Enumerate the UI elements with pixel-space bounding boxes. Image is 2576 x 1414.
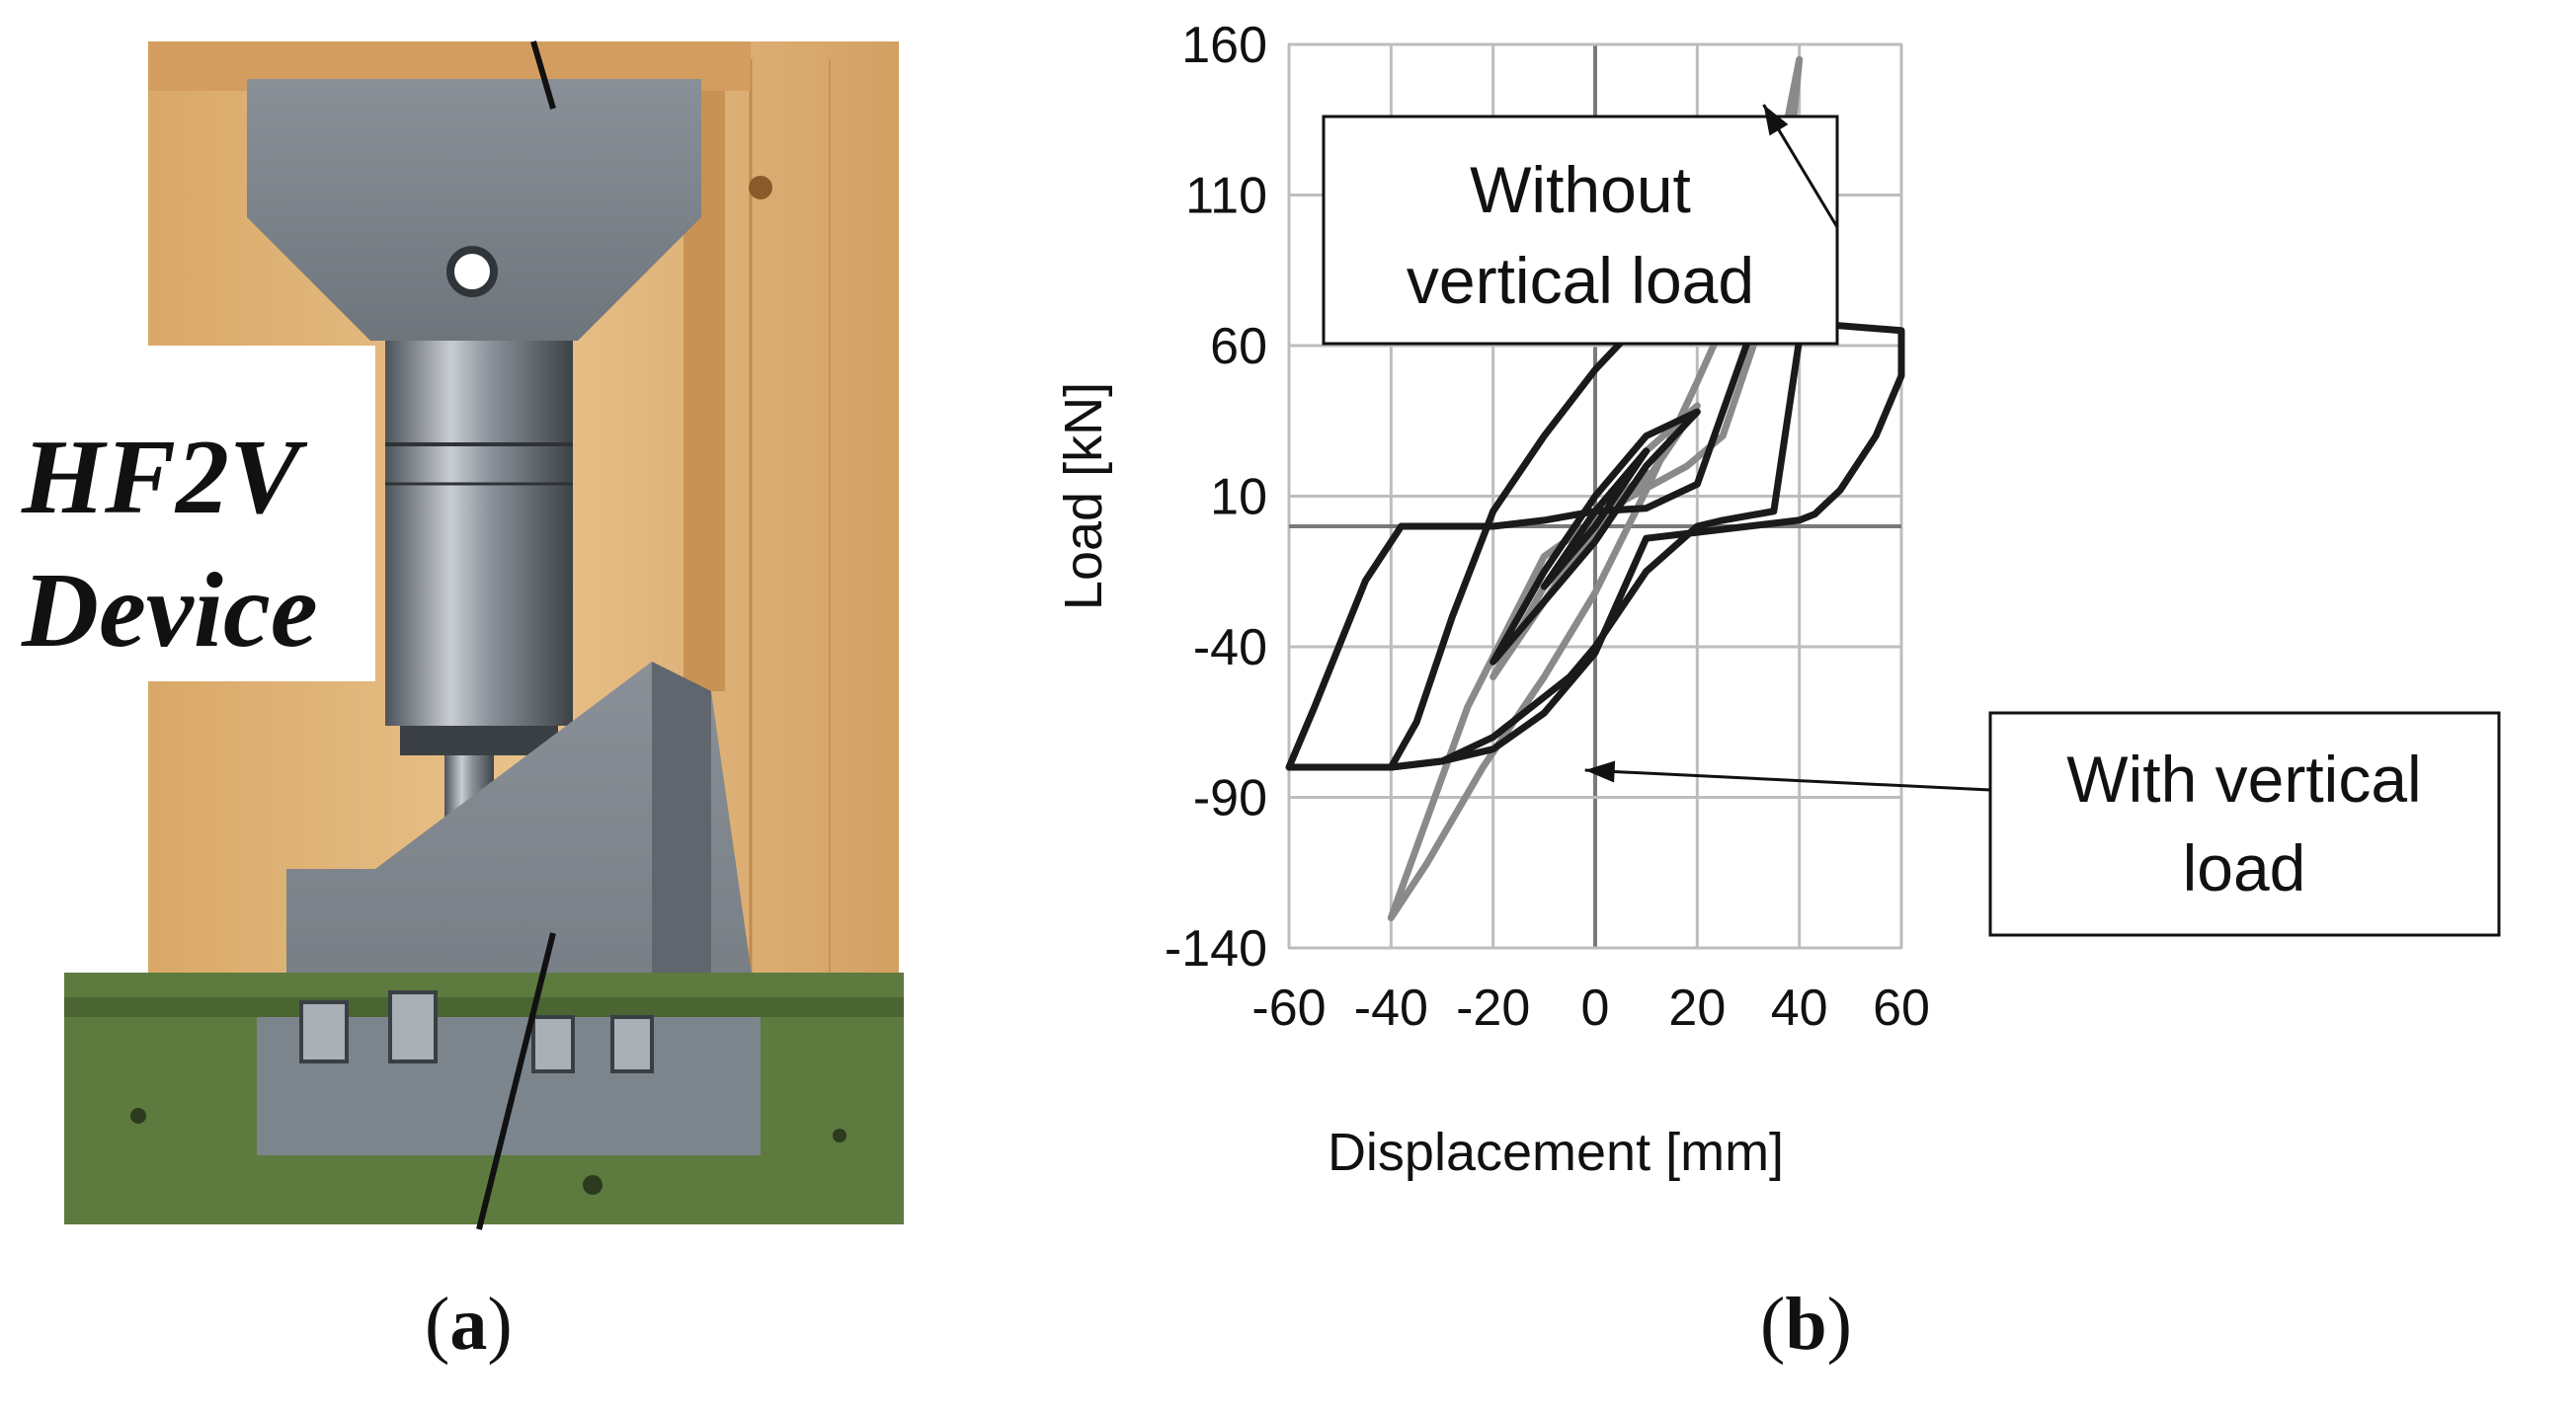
x-tick-label: 40 — [1771, 980, 1828, 1037]
photo-panel: HF2V Device (a) — [0, 0, 948, 1414]
panel-b-caption: (b) — [1760, 1283, 1852, 1366]
annotation-text: load — [2183, 831, 2306, 904]
x-tick-label: -20 — [1456, 980, 1530, 1037]
panel-a-caption: (a) — [425, 1283, 513, 1366]
pointer-line-top — [530, 40, 556, 110]
annotation-arrow-line — [1584, 768, 1991, 792]
panel-a-letter: a — [449, 1283, 488, 1366]
top-bracket — [247, 79, 701, 341]
x-axis-label: Displacement [mm] — [1328, 1123, 1784, 1182]
series-line — [1489, 408, 1701, 666]
x-tick-label: -40 — [1354, 980, 1428, 1037]
y-tick-label: 110 — [1185, 168, 1267, 225]
y-tick-label: -90 — [1193, 770, 1267, 827]
y-tick-label: 10 — [1210, 469, 1267, 526]
annotation-text: With vertical — [2066, 743, 2421, 816]
annotation-arrowhead — [1584, 760, 1616, 783]
x-tick-label: 20 — [1668, 980, 1726, 1037]
y-tick-label: -40 — [1193, 619, 1267, 676]
axes: -60 -40 -20 0 20 40 60 160 110 60 10 -40 -90 -140Disp… — [1054, 17, 1930, 1182]
y-tick-label: 160 — [1181, 17, 1267, 74]
x-tick-label: 60 — [1873, 980, 1930, 1037]
device-cylinder — [385, 341, 573, 726]
anchor-bolts — [299, 990, 654, 1073]
hysteresis-chart: -60 -40 -20 0 20 40 60 160 110 60 10 -40 -90 -140Disp… — [1054, 17, 2501, 1182]
bracket-hole — [446, 246, 498, 297]
hf2v-device-photo — [0, 0, 904, 1230]
annotation-text: vertical load — [1407, 244, 1754, 317]
annotation-text: Without — [1470, 153, 1691, 226]
y-axis-label: Load [kN] — [1054, 382, 1113, 610]
panel-b-letter: b — [1785, 1283, 1827, 1366]
x-tick-label: 0 — [1581, 980, 1610, 1037]
annotation-box — [1988, 711, 2501, 937]
device-label-line1: HF2V — [22, 419, 301, 536]
y-tick-label: 60 — [1210, 318, 1267, 375]
y-tick-label: -140 — [1165, 920, 1267, 978]
pointer-line-bottom — [476, 932, 556, 1230]
annotation-arrowhead — [1763, 105, 1789, 136]
x-tick-label: -60 — [1251, 980, 1326, 1037]
annotation-box — [1322, 115, 1839, 346]
device-label-line2: Device — [22, 552, 318, 669]
series-line — [1285, 321, 1905, 771]
series-line — [1540, 447, 1650, 590]
